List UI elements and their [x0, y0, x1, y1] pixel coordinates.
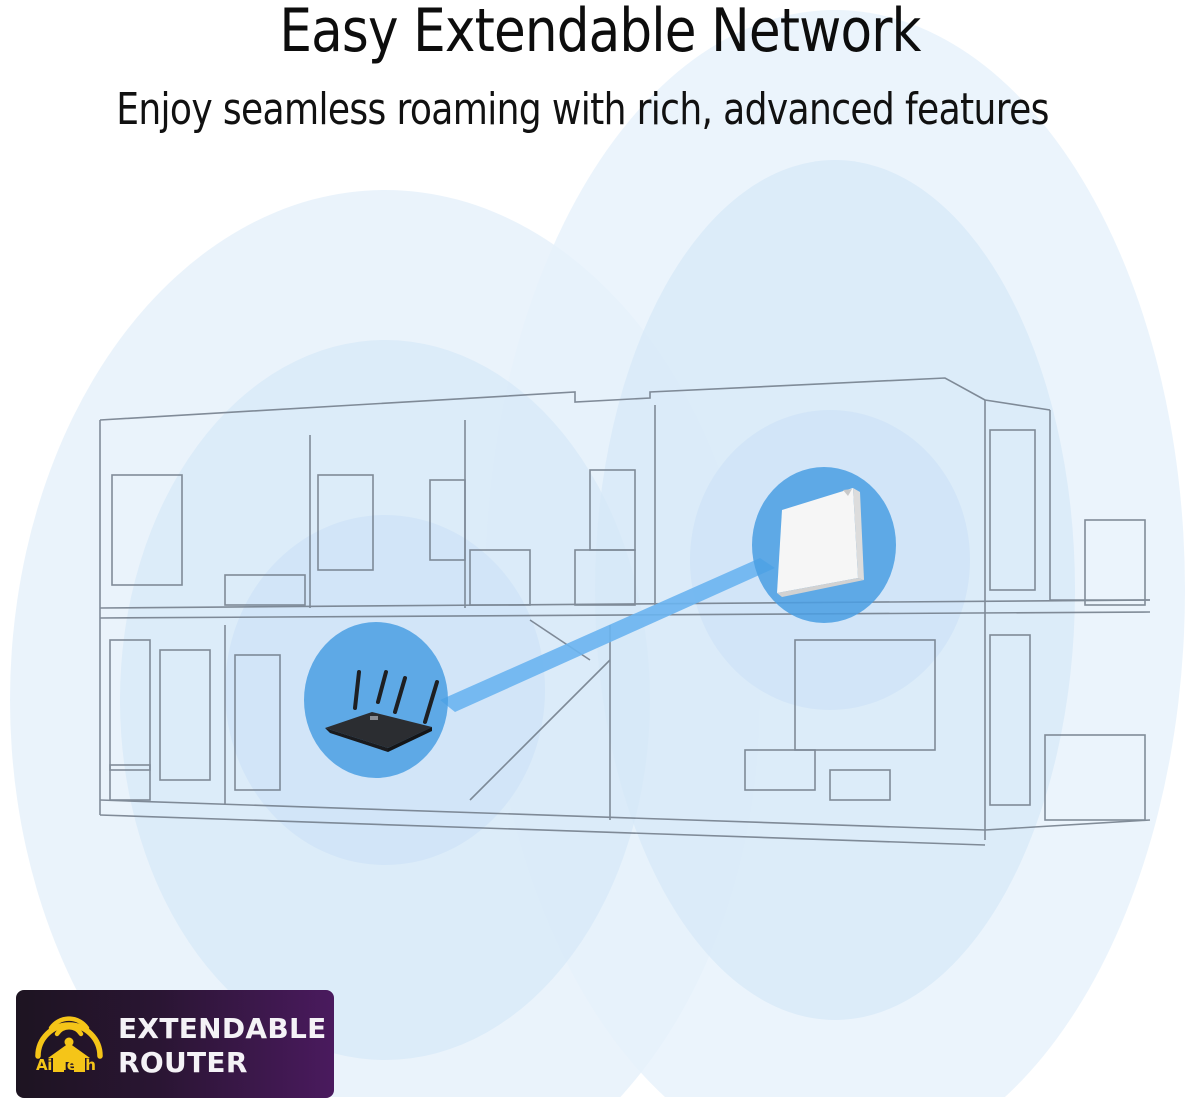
coverage-circles — [10, 10, 1185, 1097]
page-subtitle: Enjoy seamless roaming with rich, advanc… — [116, 84, 1049, 135]
badge-line-1: EXTENDABLE — [118, 1012, 327, 1045]
mesh-node-icon — [777, 488, 864, 597]
aimesh-label: AiMesh — [36, 1056, 96, 1074]
mesh-link-beam — [440, 558, 775, 712]
house-sketch — [99, 377, 1151, 846]
aimesh-house-wifi-icon — [35, 1016, 103, 1072]
page-title: Easy Extendable Network — [279, 0, 921, 66]
extendable-router-badge: AiMesh EXTENDABLE ROUTER — [16, 990, 334, 1098]
router-icon — [325, 670, 439, 752]
router-highlight — [304, 622, 448, 778]
badge-line-2: ROUTER — [118, 1046, 248, 1079]
badge-text: EXTENDABLE ROUTER — [118, 1012, 327, 1080]
